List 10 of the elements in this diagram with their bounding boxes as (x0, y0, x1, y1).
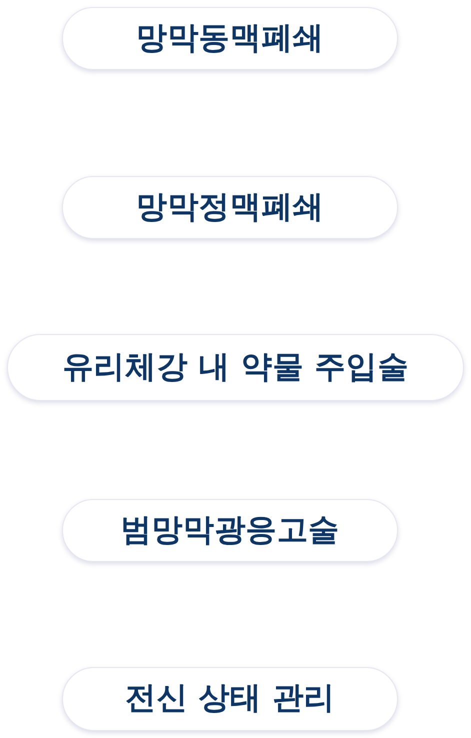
node-label: 망막동맥폐쇄 (136, 20, 324, 58)
rounded-box (62, 667, 398, 731)
node-label: 범망막광응고술 (120, 512, 340, 550)
node-label: 전신 상태 관리 (125, 680, 335, 718)
rounded-box (62, 499, 398, 562)
rounded-box (62, 176, 398, 239)
node-label: 유리체강 내 약물 주입술 (62, 348, 409, 386)
node-label: 망막정맥폐쇄 (136, 188, 324, 226)
rounded-box (7, 334, 464, 401)
rounded-box (62, 7, 398, 70)
